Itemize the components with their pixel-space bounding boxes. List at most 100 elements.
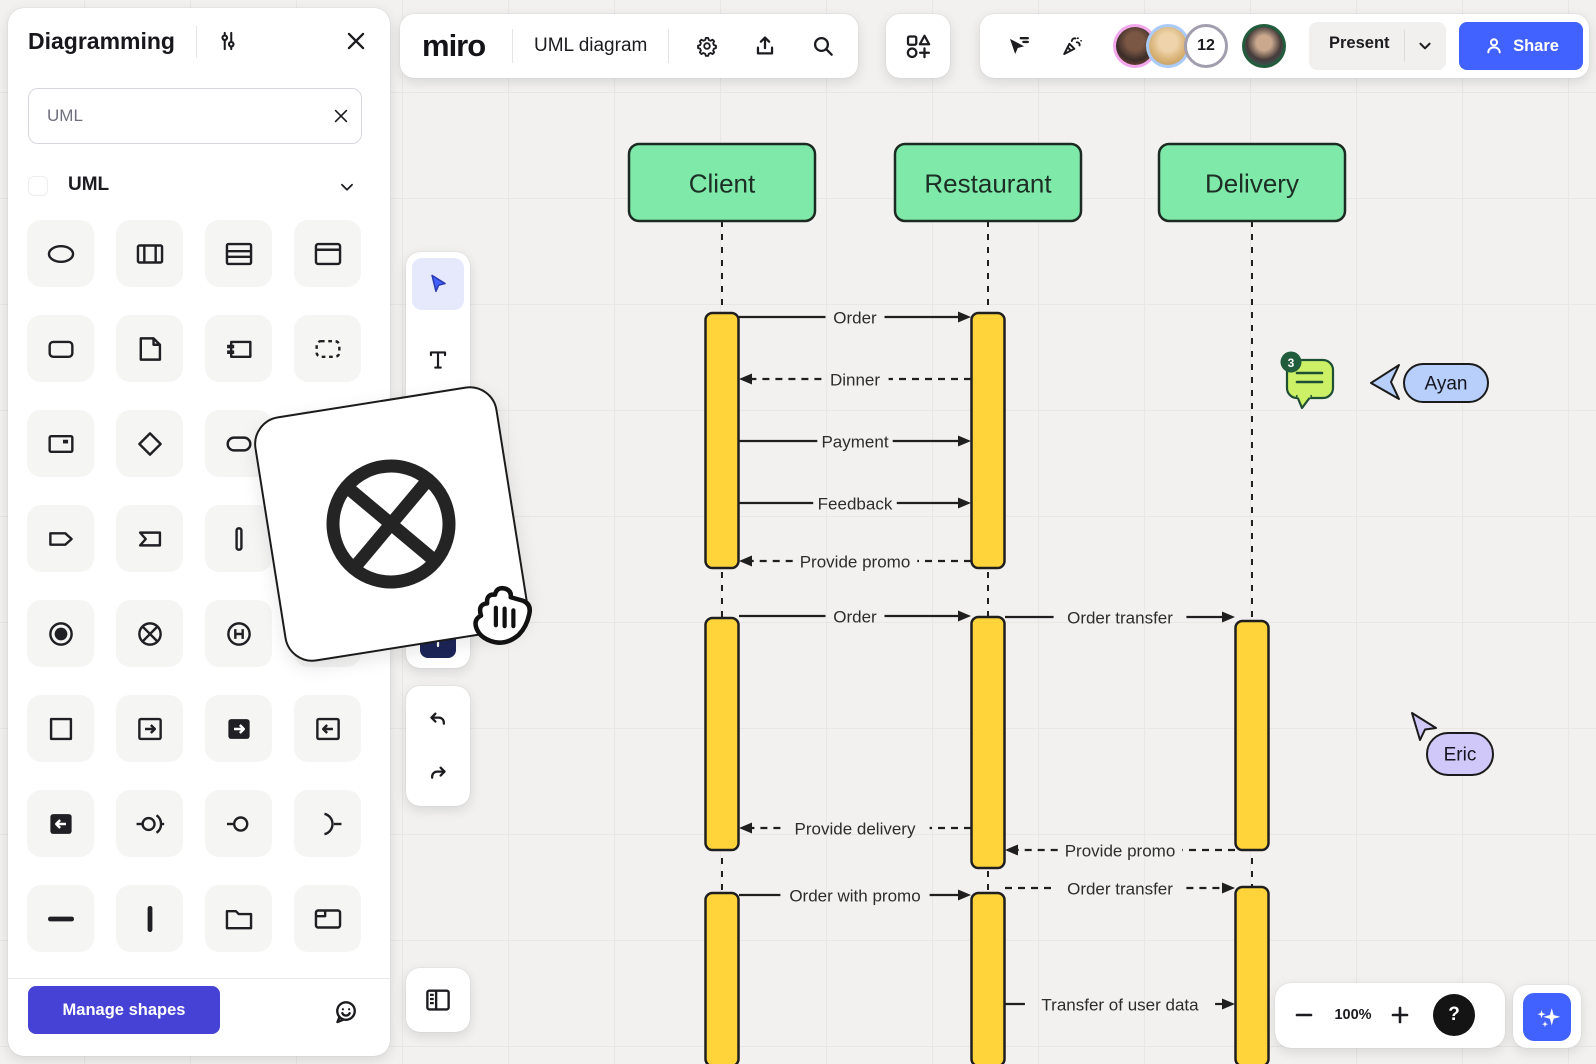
participants-overflow-badge[interactable]: 12 — [1184, 24, 1228, 68]
message[interactable]: Order with promo — [739, 887, 971, 906]
activation-bar[interactable] — [704, 616, 740, 852]
shape-lined-rect[interactable] — [205, 220, 272, 287]
ai-sparkles-button[interactable] — [1523, 992, 1571, 1041]
zoom-out-minus-icon[interactable] — [1283, 994, 1325, 1036]
actor-box[interactable] — [627, 142, 817, 223]
chevron-down-icon[interactable] — [1414, 35, 1436, 57]
shape-dashed-rect[interactable] — [294, 315, 361, 382]
activation-bar[interactable] — [1234, 619, 1270, 852]
shape-component[interactable] — [205, 315, 272, 382]
message[interactable]: Order — [739, 608, 971, 627]
help-button[interactable]: ? — [1433, 994, 1475, 1036]
shape-labeled-rect[interactable] — [27, 410, 94, 477]
redo-button[interactable] — [416, 752, 460, 796]
feedback-chat-icon[interactable] — [326, 992, 366, 1032]
shape-send-signal-filled[interactable] — [205, 695, 272, 762]
message-label: Order — [833, 309, 877, 328]
message[interactable]: Provide promo — [739, 553, 971, 572]
shapes-apps-button[interactable] — [886, 14, 950, 78]
shape-socket[interactable] — [294, 790, 361, 857]
shape-history-node[interactable] — [205, 600, 272, 667]
message[interactable]: Feedback — [739, 495, 971, 514]
message[interactable]: Provide delivery — [739, 820, 971, 839]
frames-panel-button[interactable] — [406, 968, 470, 1032]
actor-box[interactable] — [1157, 142, 1347, 223]
zoom-in-plus-icon[interactable] — [1379, 994, 1421, 1036]
message-label: Provide delivery — [795, 820, 916, 839]
shape-folder[interactable] — [205, 885, 272, 952]
avatar-current-user[interactable] — [1242, 24, 1286, 68]
zoom-controls: 100% ? — [1275, 983, 1505, 1048]
shape-signal-tag[interactable] — [27, 505, 94, 572]
divider — [8, 978, 390, 979]
undo-button[interactable] — [416, 698, 460, 742]
select-tool[interactable] — [412, 258, 464, 310]
message[interactable]: Order transfer — [1005, 880, 1235, 899]
message[interactable]: Payment — [739, 433, 971, 452]
hide-cursors-icon[interactable] — [996, 24, 1040, 68]
message[interactable]: Transfer of user data — [1005, 996, 1235, 1015]
shape-send-signal-outline[interactable] — [116, 695, 183, 762]
divider — [512, 29, 513, 63]
activation-bar[interactable] — [704, 891, 740, 1064]
shape-diamond[interactable] — [116, 410, 183, 477]
shape-receive-signal-outline[interactable] — [294, 695, 361, 762]
shape-search[interactable] — [28, 88, 362, 144]
shape-square[interactable] — [27, 695, 94, 762]
divider — [196, 26, 197, 58]
shape-interface-circle[interactable] — [205, 790, 272, 857]
avatar-collaborator-2[interactable] — [1146, 24, 1190, 68]
message-label: Provide promo — [800, 553, 911, 572]
celebrate-party-icon[interactable] — [1050, 24, 1094, 68]
activation-bar[interactable] — [970, 891, 1006, 1064]
shape-receive-flag[interactable] — [116, 505, 183, 572]
present-button[interactable]: Present — [1309, 22, 1446, 70]
comment-thread-badge[interactable]: 3 — [1280, 351, 1335, 410]
shape-final-node[interactable] — [27, 600, 94, 667]
shape-assembly-connector[interactable] — [116, 790, 183, 857]
shape-document[interactable] — [116, 315, 183, 382]
section-checkbox[interactable] — [28, 176, 48, 196]
actor-box[interactable] — [893, 142, 1083, 223]
activation-bar[interactable] — [970, 311, 1006, 570]
clear-search-icon[interactable] — [321, 96, 361, 136]
manage-shapes-button[interactable]: Manage shapes — [28, 986, 220, 1034]
zoom-level[interactable]: 100% — [1334, 1007, 1372, 1023]
section-title: UML — [68, 174, 110, 195]
dragged-shape-card-end-node[interactable] — [250, 382, 532, 666]
message[interactable]: Order transfer — [1005, 609, 1235, 628]
end-node-icon — [326, 459, 456, 589]
activation-bar[interactable] — [704, 311, 740, 570]
close-icon[interactable] — [334, 19, 378, 63]
message[interactable]: Dinner — [739, 371, 971, 390]
activation-bar[interactable] — [1234, 885, 1270, 1064]
message[interactable]: Order — [739, 309, 971, 328]
miro-logo[interactable]: miro — [422, 28, 486, 63]
shape-vertical-partition-rect[interactable] — [116, 220, 183, 287]
settings-gear-icon[interactable] — [685, 24, 729, 68]
shape-folder-tab[interactable] — [294, 885, 361, 952]
shape-receive-signal-filled[interactable] — [27, 790, 94, 857]
message[interactable]: Provide promo — [1005, 842, 1235, 861]
message-label: Transfer of user data — [1041, 996, 1199, 1015]
shape-end-node[interactable] — [116, 600, 183, 667]
shape-rounded-rect[interactable] — [27, 315, 94, 382]
shape-ellipse[interactable] — [27, 220, 94, 287]
filter-sliders-icon[interactable] — [206, 19, 250, 63]
text-tool[interactable] — [416, 338, 460, 382]
board-title[interactable]: UML diagram — [534, 35, 648, 56]
search-input[interactable] — [29, 106, 321, 126]
shape-titled-rect[interactable] — [294, 220, 361, 287]
share-button[interactable]: Share — [1459, 22, 1583, 70]
chevron-down-icon[interactable] — [336, 176, 358, 198]
shape-section-header[interactable]: UML — [28, 174, 362, 202]
shape-activation-bar[interactable] — [205, 505, 272, 572]
shape-vertical-line[interactable] — [116, 885, 183, 952]
activation-bar[interactable] — [970, 615, 1006, 870]
message-label: Feedback — [818, 495, 893, 514]
shape-horizontal-line[interactable] — [27, 885, 94, 952]
export-upload-icon[interactable] — [743, 24, 787, 68]
search-icon[interactable] — [801, 24, 845, 68]
